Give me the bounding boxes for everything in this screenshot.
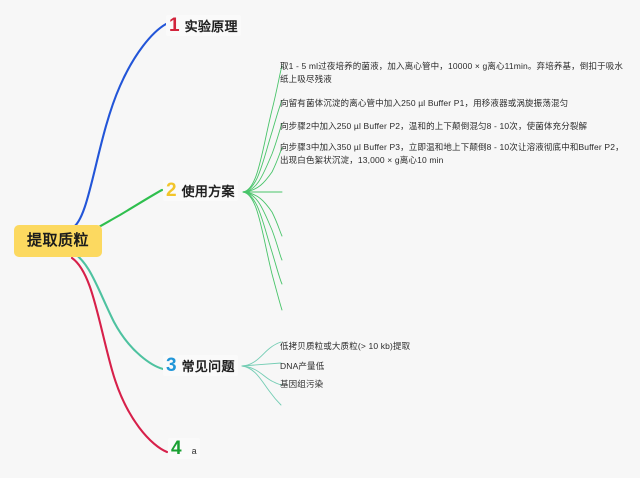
branch-node-1[interactable]: 1 实验原理 (166, 15, 241, 36)
branch-curve-1 (70, 22, 168, 230)
branch-node-4[interactable]: 4 a (168, 438, 200, 459)
branch-number-1: 1 (169, 15, 180, 36)
leaf-item[interactable]: 取1 - 5 ml过夜培养的菌液，加入离心管中，10000 × g离心11min… (280, 61, 624, 85)
branch-label-3: 常见问题 (181, 359, 235, 374)
leaf-item[interactable]: 向留有菌体沉淀的离心管中加入250 µl Buffer P1，用移液器或涡旋振荡… (280, 98, 569, 108)
branch-node-2[interactable]: 2 使用方案 (163, 180, 238, 201)
leaf-item[interactable]: DNA产量低 (280, 361, 325, 371)
branch-number-2: 2 (166, 180, 177, 201)
subfan-branch-3 (241, 341, 282, 406)
leaf-item[interactable]: 基因组污染 (280, 379, 324, 389)
branch-sublabel-4: a (191, 446, 197, 456)
branch-node-3[interactable]: 3 常见问题 (163, 355, 238, 376)
branch-number-3: 3 (166, 355, 177, 376)
branch-label-1: 实验原理 (184, 19, 238, 34)
branch-curve-3 (70, 250, 165, 371)
root-node-label: 提取质粒 (27, 232, 90, 249)
root-node[interactable]: 提取质粒 (14, 225, 103, 258)
branch-label-2: 使用方案 (181, 184, 235, 199)
leaf-item[interactable]: 向步骤2中加入250 µl Buffer P2，温和的上下颠倒混匀8 - 10次… (280, 121, 588, 131)
branch-curve-4 (70, 256, 169, 454)
branch-number-4: 4 (171, 438, 182, 459)
subfan-branch-2 (242, 65, 283, 311)
leaf-item[interactable]: 低拷贝质粒或大质粒(> 10 kb)提取 (280, 341, 411, 351)
leaf-item[interactable]: 向步骤3中加入350 µl Buffer P3，立即温和地上下颠倒8 - 10次… (280, 142, 624, 166)
